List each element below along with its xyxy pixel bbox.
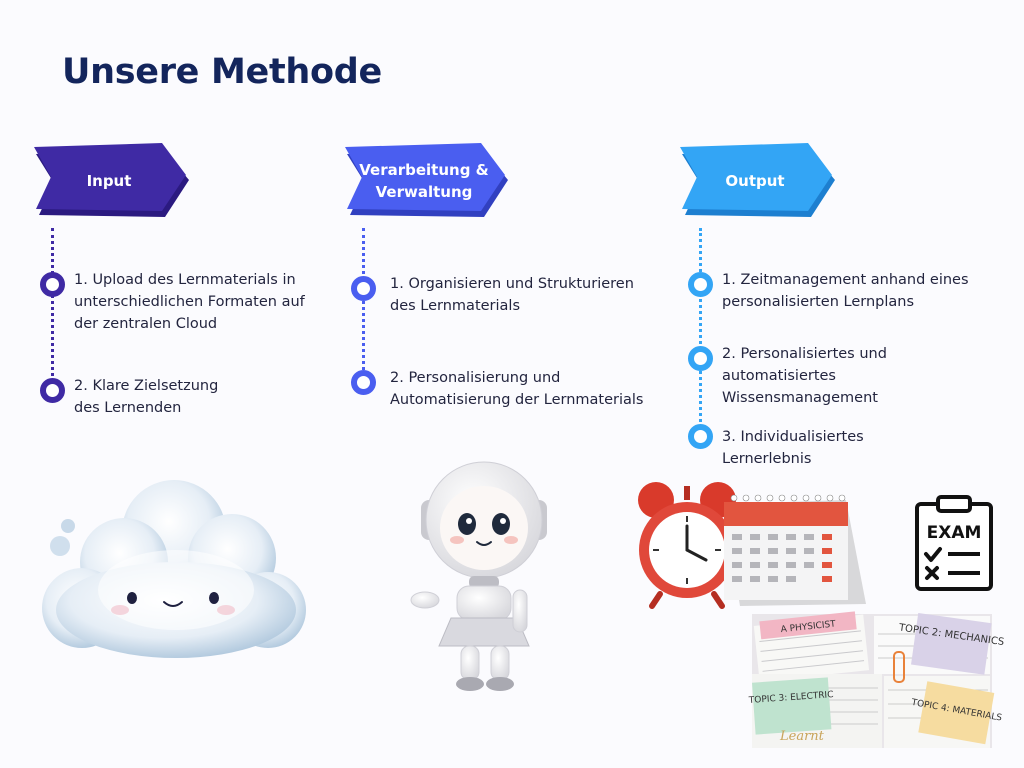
arrow-banner-icon [345,143,508,217]
output-step-2: 2. Personalisiertes und automatisiertes … [722,346,887,406]
exam-text: EXAM [927,523,982,543]
output-step-2-marker [688,346,713,371]
alarm-clock-icon [638,482,736,609]
input-step-1: 1. Upload des Lernmaterials in unterschi… [74,272,305,332]
notes-watermark: Learnt [779,729,825,744]
processing-label: Verarbeitung & Verwaltung [359,161,489,201]
processing-step-1: 1. Organisieren und Strukturieren des Le… [390,276,634,314]
arrow-banner-icon [34,143,189,217]
page-title: Unsere Methode [62,52,382,92]
calendar-icon [724,494,866,606]
robot-mascot-icon [410,461,547,691]
processing-banner: Verarbeitung & Verwaltung [345,143,508,223]
arrow-banner-icon [680,143,835,217]
processing-timeline [362,228,365,383]
output-banner: Output [680,143,840,223]
processing-step-2: 2. Personalisierung und Automatisierung … [390,370,644,408]
input-step-2: 2. Klare Zielsetzung des Lernenden [74,378,219,416]
output-step-1: 1. Zeitmanagement anhand eines personali… [722,272,969,310]
output-step-1-marker [688,272,713,297]
output-step-3: 3. Individualisiertes Lernerlebnis [722,429,864,467]
input-timeline [51,228,54,388]
exam-checklist-icon: EXAM [915,495,993,591]
input-step-1-marker [40,272,65,297]
input-banner: Input [34,143,194,223]
input-label: Input [86,172,132,190]
cloud-mascot-icon [42,480,306,658]
processing-step-1-marker [351,276,376,301]
study-notes-photo: A PHYSICIST TOPIC 2: MECHANICS TOPIC 3: … [748,611,1005,748]
processing-step-2-marker [351,370,376,395]
output-timeline [699,228,702,428]
output-label: Output [725,172,785,190]
output-step-3-marker [688,424,713,449]
input-step-2-marker [40,378,65,403]
